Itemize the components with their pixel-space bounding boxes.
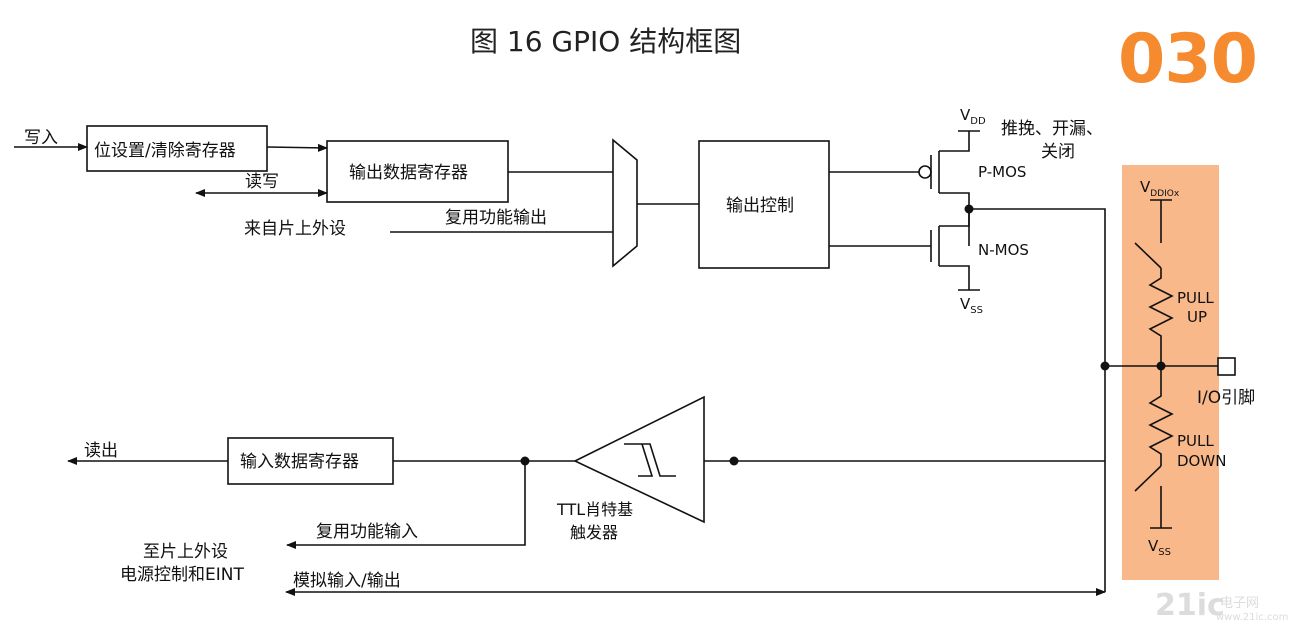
pull-down-label-1: PULL [1177,432,1214,450]
nmos-drain [939,209,970,227]
output-data-register-label: 输出数据寄存器 [349,163,468,183]
schmitt-label-2: 触发器 [570,523,618,542]
vss2-label: VSS [1148,537,1171,558]
output-control-label: 输出控制 [726,196,794,216]
nmos-label: N-MOS [978,241,1029,259]
pull-junction-dot [1156,361,1166,371]
write-in-label: 写入 [24,128,58,148]
read-out-label: 读出 [84,441,118,461]
pmos-drain [939,192,970,246]
schmitt-label-1: TTL肖特基 [556,500,633,519]
alt-func-input-arrow [286,461,526,549]
pull-down-label-2: DOWN [1177,452,1226,470]
pull-up-label-2: UP [1187,308,1207,326]
pull-up-label-1: PULL [1177,289,1214,307]
schmitt-hysteresis-symbol-2 [638,443,654,477]
io-pad-region [1122,165,1219,580]
pmos-label: P-MOS [978,163,1026,181]
from-onchip-periph-label: 来自片上外设 [244,219,346,239]
mode-note-line-2: 关闭 [1041,142,1075,162]
pull-down-switch [1134,465,1162,492]
watermark-sub: 电子网 [1220,596,1260,611]
bsrr-to-odr-arrow [266,143,328,152]
mode-note-line-1: 推挽、开漏、 [1001,119,1103,139]
watermark-logo: 21ic [1155,588,1225,623]
bit-set-clear-register-box [86,125,268,172]
output-node-dot [964,204,974,214]
alt-func-input-label: 复用功能输入 [316,522,418,542]
alt-func-output-label: 复用功能输出 [445,208,547,228]
output-node-line [969,208,1106,592]
to-onchip-label-1: 至片上外设 [143,542,228,562]
page-title: 图 16 GPIO 结构框图 [470,25,742,58]
schmitt-trigger [573,395,705,524]
vss-label: VSS [960,295,983,316]
vddio-label: VDDIOx [1140,178,1180,199]
input-data-register-label: 输入数据寄存器 [240,452,359,472]
bit-set-clear-register-label: 位设置/清除寄存器 [94,141,236,161]
io-pin-label: I/O引脚 [1197,388,1255,408]
pull-up-resistor [1148,268,1174,366]
nmos-source [939,265,970,290]
output-control-box [698,140,830,269]
vdd-label: VDD [960,106,986,127]
pull-up-switch [1134,242,1162,269]
watermark-url: www.21ic.com [1216,612,1289,623]
to-onchip-label-2: 电源控制和EINT [120,565,244,585]
read-write-label: 读写 [245,172,279,192]
page-number-badge: 030 [1118,20,1258,99]
idr-split-dot [520,456,530,466]
pad-junction-dot [1100,361,1110,371]
pull-down-resistor [1148,366,1174,466]
analog-io-label: 模拟输入/输出 [293,571,401,591]
pmos-drain-source [939,131,970,152]
schmitt-hysteresis-symbol [624,443,676,477]
io-pin-square [1217,357,1236,376]
pmos-gate-bubble [918,165,932,179]
schmitt-input-dot [729,456,739,466]
output-mux [612,138,638,268]
